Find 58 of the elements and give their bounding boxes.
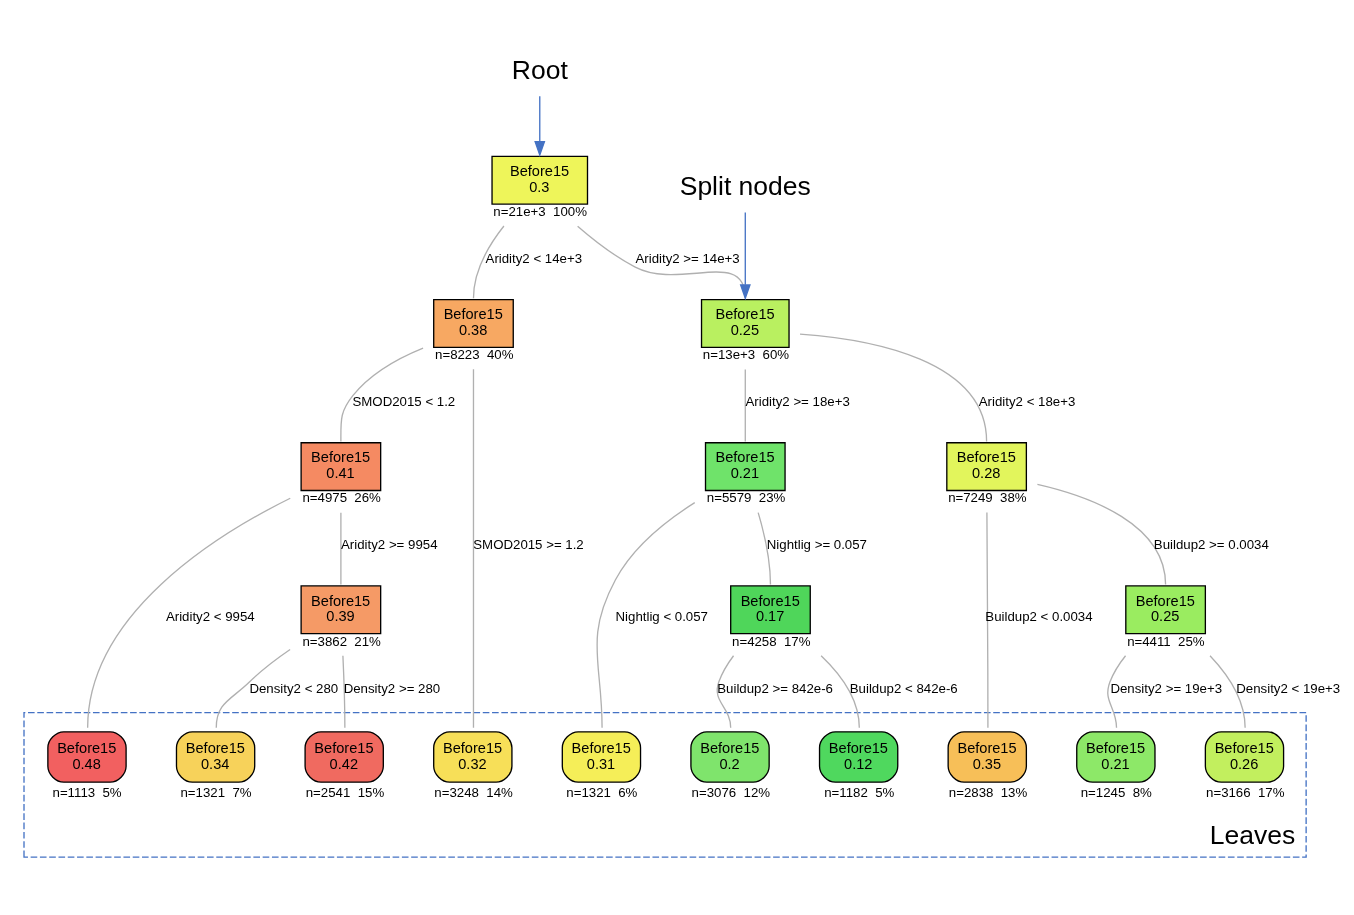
node-label: n=3248 14% <box>434 784 513 800</box>
node-label: n=3862 21% <box>302 633 381 649</box>
connector <box>986 511 989 728</box>
connector <box>340 511 342 585</box>
node-label: n=7249 38% <box>948 489 1027 505</box>
node-text: Root <box>511 54 568 85</box>
node-label: n=1113 5% <box>52 784 122 800</box>
edge-label: Nightlig >= 0.057 <box>766 536 867 552</box>
edge-label: Aridity2 >= 18e+3 <box>745 393 850 409</box>
connector <box>1036 483 1167 585</box>
node-label: n=5579 23% <box>706 489 786 505</box>
edge-label: SMOD2015 < 1.2 <box>352 393 456 409</box>
node-label: n=2541 15% <box>305 784 385 800</box>
node-label: n=4411 25% <box>1127 633 1205 649</box>
connector <box>340 346 424 442</box>
connector <box>215 648 291 728</box>
node-label: n=8223 40% <box>435 346 514 362</box>
connector <box>820 654 860 728</box>
connector <box>87 497 291 728</box>
edge-label: Density2 < 280 <box>249 680 339 696</box>
node-label: n=4258 17% <box>732 633 811 649</box>
edge-label: Density2 < 19e+3 <box>1236 680 1341 696</box>
node-label: n=1182 5% <box>824 784 895 800</box>
edge-label: Buildup2 >= 0.0034 <box>1153 536 1269 552</box>
connector <box>342 654 346 728</box>
node-text: Split nodes <box>679 170 811 201</box>
connector <box>472 224 505 299</box>
edge-label: Aridity2 < 9954 <box>165 608 255 624</box>
node-label: n=4975 26% <box>302 489 381 505</box>
edge-label: SMOD2015 >= 1.2 <box>473 536 584 552</box>
arrow <box>534 95 546 157</box>
node-label: n=1321 7% <box>180 784 252 800</box>
connector <box>1107 654 1127 728</box>
connector <box>472 368 475 728</box>
connector <box>757 511 772 585</box>
node-label: n=3076 12% <box>691 784 771 800</box>
connector <box>596 501 696 728</box>
edge-label: Density2 >= 280 <box>343 680 441 696</box>
node-label: n=2838 13% <box>948 784 1028 800</box>
edge-label: Aridity2 >= 14e+3 <box>635 250 740 266</box>
edge-label: Aridity2 >= 9954 <box>341 536 438 552</box>
edge-label: Density2 >= 19e+3 <box>1110 680 1223 696</box>
connector <box>716 654 735 728</box>
edge-label: Buildup2 < 0.0034 <box>985 608 1093 624</box>
arrow <box>739 211 751 300</box>
node-label: n=21e+3 100% <box>493 203 587 219</box>
edge-label: Buildup2 < 842e-6 <box>849 680 958 696</box>
connector <box>744 368 746 442</box>
edge-label: Aridity2 < 14e+3 <box>485 250 583 266</box>
node-label: n=3166 17% <box>1206 784 1285 800</box>
edge-label: Buildup2 >= 842e-6 <box>717 680 833 696</box>
node-label: n=1321 6% <box>566 784 638 800</box>
connector <box>799 332 988 442</box>
node-label: n=1245 8% <box>1080 784 1152 800</box>
connector <box>1209 654 1246 728</box>
node-label: n=13e+3 60% <box>702 346 790 362</box>
edge-label: Nightlig < 0.057 <box>615 608 708 624</box>
edge-label: Aridity2 < 18e+3 <box>978 393 1076 409</box>
